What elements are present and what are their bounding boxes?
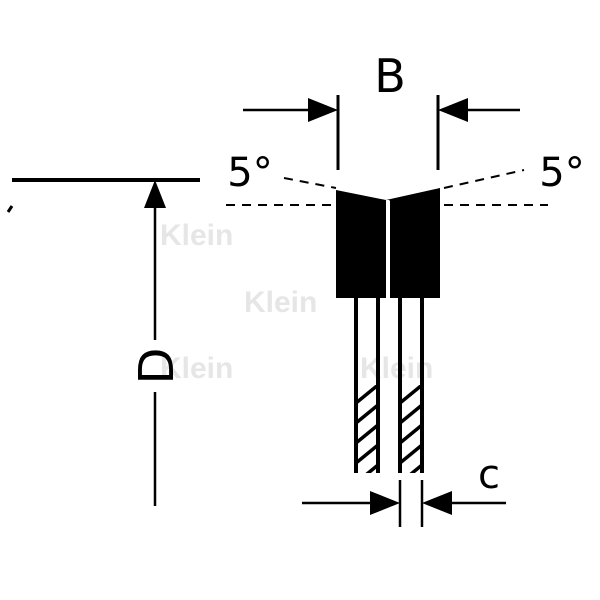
width-dimension xyxy=(243,95,520,170)
saw-tooth xyxy=(336,188,440,473)
diameter-dimension xyxy=(6,178,200,506)
tooth-tip-right xyxy=(386,188,440,298)
angle-label-right: 5° xyxy=(539,150,584,196)
hatch-left xyxy=(356,385,378,473)
angle-reference-lines xyxy=(226,169,548,206)
c-label: c xyxy=(478,452,500,498)
kerf-dimension xyxy=(302,480,506,527)
watermark-text: Klein xyxy=(160,352,233,385)
angle-line-left xyxy=(283,177,337,189)
c-arrowhead-right-icon xyxy=(422,491,452,515)
b-label: B xyxy=(374,49,406,103)
hatch-right xyxy=(400,385,422,473)
d-label: D xyxy=(129,348,185,385)
c-arrowhead-left-icon xyxy=(370,491,400,515)
angle-label-left: 5° xyxy=(227,150,272,196)
b-arrowhead-right-icon xyxy=(438,98,468,122)
tooth-tip-left xyxy=(336,190,386,298)
edge-tick xyxy=(6,205,14,213)
watermark-text: Klein xyxy=(244,286,317,319)
watermark-text: Klein xyxy=(160,219,233,252)
b-arrowhead-left-icon xyxy=(308,98,338,122)
d-arrowhead-icon xyxy=(144,180,166,208)
angle-line-right xyxy=(443,169,525,189)
